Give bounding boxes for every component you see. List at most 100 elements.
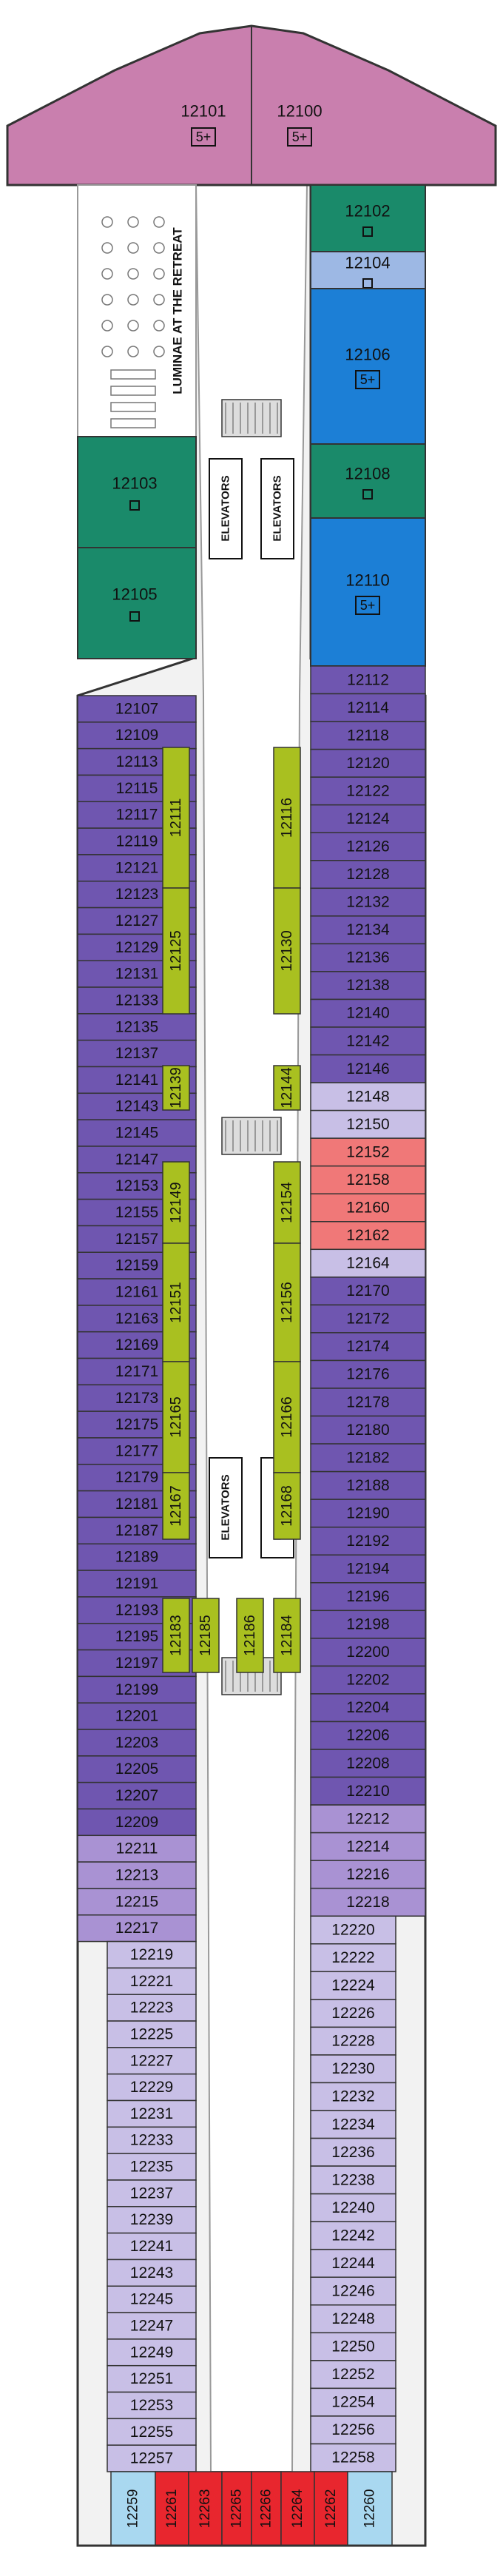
cabin-12170[interactable]: 12170 [310,1277,426,1306]
cabin-12233[interactable]: 12233 [107,2126,197,2154]
cabin-12221[interactable]: 12221 [107,1967,197,1995]
cabin-12230[interactable]: 12230 [310,2054,396,2084]
cabin-12180[interactable]: 12180 [310,1415,426,1445]
cabin-12125[interactable]: 12125 [162,887,190,1015]
cabin-12172[interactable]: 12172 [310,1304,426,1334]
cabin-12192[interactable]: 12192 [310,1526,426,1556]
cabin-12260[interactable]: 12260 [347,2471,393,2546]
cabin-12122[interactable]: 12122 [310,776,426,806]
cabin-12175[interactable]: 12175 [77,1410,197,1439]
cabin-12186[interactable]: 12186 [236,1598,264,1673]
cabin-12134[interactable]: 12134 [310,915,426,945]
cabin-12208[interactable]: 12208 [310,1749,426,1778]
cabin-12176[interactable]: 12176 [310,1359,426,1389]
cabin-12228[interactable]: 12228 [310,2026,396,2056]
cabin-12108[interactable]: 12108 [310,443,426,519]
cabin-12240[interactable]: 12240 [310,2193,396,2222]
cabin-12236[interactable]: 12236 [310,2137,396,2167]
cabin-12210[interactable]: 12210 [310,1776,426,1806]
cabin-12178[interactable]: 12178 [310,1388,426,1417]
cabin-12128[interactable]: 12128 [310,860,426,890]
cabin-12259[interactable]: 12259 [110,2471,156,2546]
cabin-12226[interactable]: 12226 [310,1999,396,2028]
cabin-12183[interactable]: 12183 [162,1598,190,1673]
cabin-12258[interactable]: 12258 [310,2443,396,2472]
cabin-12146[interactable]: 12146 [310,1054,426,1083]
cabin-12185[interactable]: 12185 [192,1598,220,1673]
cabin-12144[interactable]: 12144 [273,1065,301,1111]
cabin-12222[interactable]: 12222 [310,1943,396,1973]
cabin-12246[interactable]: 12246 [310,2276,396,2306]
cabin-12211[interactable]: 12211 [77,1835,197,1863]
cabin-12158[interactable]: 12158 [310,1165,426,1194]
cabin-12245[interactable]: 12245 [107,2285,197,2313]
cabin-12199[interactable]: 12199 [77,1675,197,1704]
cabin-12104[interactable]: 12104 [310,251,426,289]
cabin-12137[interactable]: 12137 [77,1039,197,1068]
cabin-12118[interactable]: 12118 [310,721,426,750]
cabin-12263[interactable]: 12263 [188,2471,223,2546]
cabin-12202[interactable]: 12202 [310,1665,426,1695]
cabin-12145[interactable]: 12145 [77,1119,197,1147]
cabin-12265[interactable]: 12265 [221,2471,252,2546]
cabin-12196[interactable]: 12196 [310,1582,426,1612]
cabin-12130[interactable]: 12130 [273,887,301,1015]
cabin-12201[interactable]: 12201 [77,1702,197,1730]
cabin-12107[interactable]: 12107 [77,695,197,723]
cabin-12235[interactable]: 12235 [107,2153,197,2181]
cabin-12205[interactable]: 12205 [77,1755,197,1783]
cabin-12229[interactable]: 12229 [107,2073,197,2102]
cabin-12109[interactable]: 12109 [77,722,197,750]
cabin-12132[interactable]: 12132 [310,887,426,917]
cabin-12254[interactable]: 12254 [310,2387,396,2417]
cabin-12112[interactable]: 12112 [310,665,426,695]
cabin-12217[interactable]: 12217 [77,1914,197,1943]
cabin-12252[interactable]: 12252 [310,2360,396,2390]
cabin-12207[interactable]: 12207 [77,1781,197,1810]
cabin-12162[interactable]: 12162 [310,1221,426,1251]
cabin-12238[interactable]: 12238 [310,2165,396,2195]
cabin-12120[interactable]: 12120 [310,748,426,778]
cabin-12151[interactable]: 12151 [162,1242,190,1362]
cabin-12149[interactable]: 12149 [162,1161,190,1244]
cabin-12243[interactable]: 12243 [107,2259,197,2287]
cabin-12261[interactable]: 12261 [155,2471,189,2546]
cabin-12194[interactable]: 12194 [310,1554,426,1584]
cabin-12242[interactable]: 12242 [310,2221,396,2250]
cabin-12253[interactable]: 12253 [107,2391,197,2420]
cabin-12224[interactable]: 12224 [310,1971,396,2000]
cabin-12115[interactable]: 12115 [77,774,197,803]
cabin-12256[interactable]: 12256 [310,2415,396,2445]
cabin-12225[interactable]: 12225 [107,2020,197,2048]
cabin-12116[interactable]: 12116 [273,747,301,889]
cabin-12168[interactable]: 12168 [273,1472,301,1540]
cabin-12191[interactable]: 12191 [77,1570,197,1598]
cabin-12203[interactable]: 12203 [77,1729,197,1757]
cabin-12239[interactable]: 12239 [107,2206,197,2234]
cabin-12218[interactable]: 12218 [310,1887,426,1917]
cabin-12166[interactable]: 12166 [273,1361,301,1473]
cabin-12148[interactable]: 12148 [310,1082,426,1112]
cabin-12262[interactable]: 12262 [314,2471,348,2546]
cabin-12220[interactable]: 12220 [310,1915,396,1945]
cabin-12105[interactable]: 12105 [77,547,197,659]
cabin-12266[interactable]: 12266 [251,2471,282,2546]
cabin-12189[interactable]: 12189 [77,1543,197,1571]
cabin-12136[interactable]: 12136 [310,943,426,972]
cabin-12182[interactable]: 12182 [310,1443,426,1473]
cabin-12250[interactable]: 12250 [310,2332,396,2361]
cabin-12160[interactable]: 12160 [310,1193,426,1223]
cabin-12244[interactable]: 12244 [310,2248,396,2278]
cabin-12167[interactable]: 12167 [162,1472,190,1540]
cabin-12241[interactable]: 12241 [107,2232,197,2261]
cabin-12111[interactable]: 12111 [162,747,190,889]
cabin-12212[interactable]: 12212 [310,1804,426,1834]
cabin-12165[interactable]: 12165 [162,1361,190,1473]
cabin-12135[interactable]: 12135 [77,1013,197,1041]
cabin-12206[interactable]: 12206 [310,1721,426,1750]
cabin-12150[interactable]: 12150 [310,1109,426,1139]
cabin-12251[interactable]: 12251 [107,2364,197,2393]
